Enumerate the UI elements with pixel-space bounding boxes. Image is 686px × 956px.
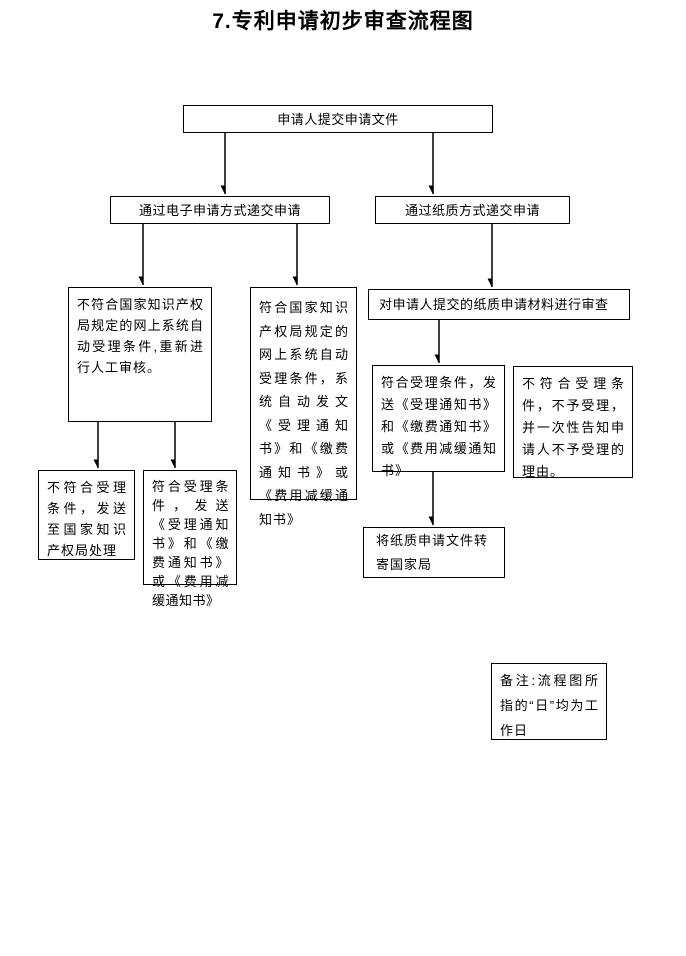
node-not-meet-auto-acceptance: 不符合国家知识产权局规定的网上系统自动受理条件,重新进行人工审核。 [68, 287, 212, 422]
node-paper-filing: 通过纸质方式递交申请 [375, 196, 570, 224]
node-paper-rejected: 不符合受理条件，不予受理，并一次性告知申请人不予受理的理由。 [513, 366, 633, 479]
node-paper-material-review: 对申请人提交的纸质申请材料进行审查 [368, 289, 630, 320]
flowchart-title: 7.专利申请初步审查流程图 [212, 10, 474, 33]
note-working-days: 备注:流程图所指的“日”均为工作日 [491, 663, 607, 740]
node-manual-fail-forward: 不符合受理条件，发送至国家知识产权局处理 [38, 470, 135, 560]
node-meet-auto-acceptance: 符合国家知识产权局规定的网上系统自动受理条件，系统自动发文《受理通知书》和《缴费… [250, 287, 357, 527]
node-forward-to-national-office: 将纸质申请文件转寄国家局 [363, 527, 505, 578]
node-manual-pass-notices: 符合受理条件，发送《受理通知书》和《缴费通知书》或《费用减缓通知书》 [143, 470, 237, 608]
node-submit-application: 申请人提交申请文件 [183, 105, 493, 133]
node-paper-pass-notices: 符合受理条件，发送《受理通知书》和《缴费通知书》或《费用减缓通知书》 [372, 365, 505, 478]
node-electronic-filing: 通过电子申请方式递交申请 [110, 196, 330, 224]
